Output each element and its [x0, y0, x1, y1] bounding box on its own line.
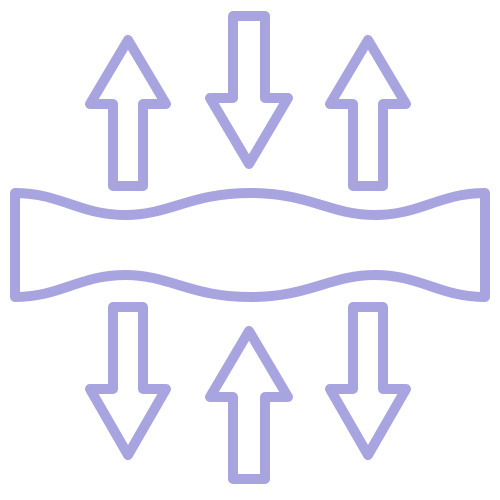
arrow-up-icon [85, 35, 171, 191]
arrow-down-icon [85, 302, 171, 460]
arrow-up-icon [205, 326, 293, 484]
fabric-layer-icon [10, 188, 490, 302]
arrow-down-icon [325, 302, 411, 460]
arrow-down-icon [205, 11, 293, 169]
arrow-up-icon [325, 35, 411, 191]
